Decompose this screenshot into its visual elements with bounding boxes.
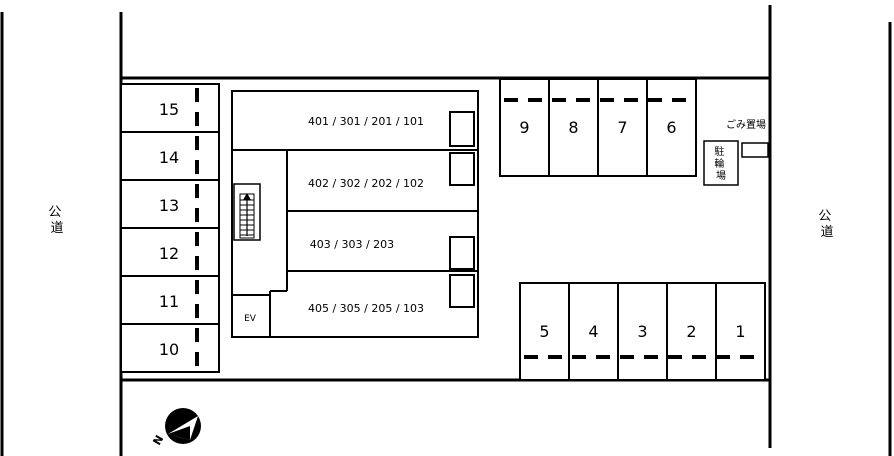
unit-label-4: 405 / 305 / 205 / 103 [308,302,424,315]
road-label-left: 公 道 [48,205,65,236]
parking-stall-1 [715,282,766,381]
parking-stall-label-1: 1 [735,322,745,341]
parking-stall-10 [120,323,220,373]
parking-stall-label-8: 8 [568,118,578,137]
parking-stall-label-12: 12 [159,244,179,263]
bicycle-char-1: 駐 [714,145,724,158]
road-right-char-2: 道 [820,225,833,240]
parking-stall-label-6: 6 [666,118,676,137]
parking-stall-14 [120,131,220,181]
parking-stall-label-14: 14 [159,148,179,167]
road-right-char-1: 公 [818,209,831,224]
bicycle-parking-label: 駐 輪 場 [714,145,727,182]
road-left-char-1: 公 [48,205,61,220]
parking-stall-9 [499,78,550,177]
balcony-1 [449,111,475,147]
parking-bottom-group: 5 4 3 2 1 [519,282,766,381]
road-label-right: 公 道 [818,209,835,240]
parking-stall-4 [568,282,619,381]
parking-stall-13 [120,179,220,229]
parking-left-group: 15 14 13 12 11 10 [120,83,220,373]
unit-label-1: 401 / 301 / 201 / 101 [308,115,424,128]
parking-stall-label-9: 9 [519,118,529,137]
parking-stall-label-11: 11 [159,292,179,311]
garbage-box [741,142,769,158]
parking-stall-label-2: 2 [686,322,696,341]
parking-stall-11 [120,275,220,325]
parking-stall-label-7: 7 [617,118,627,137]
parking-stall-8 [548,78,599,177]
parking-top-group: 9 8 7 6 [499,78,697,177]
north-compass-icon: N [150,408,201,447]
parking-stall-2 [666,282,717,381]
parking-stall-5 [519,282,570,381]
bicycle-char-3: 場 [716,169,726,182]
parking-stall-label-3: 3 [637,322,647,341]
building: 401 / 301 / 201 / 101 402 / 302 / 202 / … [231,90,479,338]
unit-label-3: 403 / 303 / 203 [310,238,394,251]
parking-stall-label-15: 15 [159,100,179,119]
balcony-3 [449,236,475,270]
building-outline [231,90,479,338]
garbage-label: ごみ置場 [726,118,766,131]
balcony-2 [449,152,475,186]
bicycle-char-2: 輪 [714,157,724,170]
elevator-label: EV [244,314,257,324]
balcony-4 [449,274,475,308]
bicycle-parking-box [703,140,739,186]
road-left-char-2: 道 [50,221,63,236]
stairs-icon [233,183,261,241]
parking-stall-6 [646,78,697,177]
parking-stall-label-4: 4 [588,322,598,341]
unit-label-2: 402 / 302 / 202 / 102 [308,177,424,190]
parking-stall-label-13: 13 [159,196,179,215]
parking-stall-label-5: 5 [539,322,549,341]
parking-stall-label-10: 10 [159,340,179,359]
compass-label: N [150,433,166,447]
